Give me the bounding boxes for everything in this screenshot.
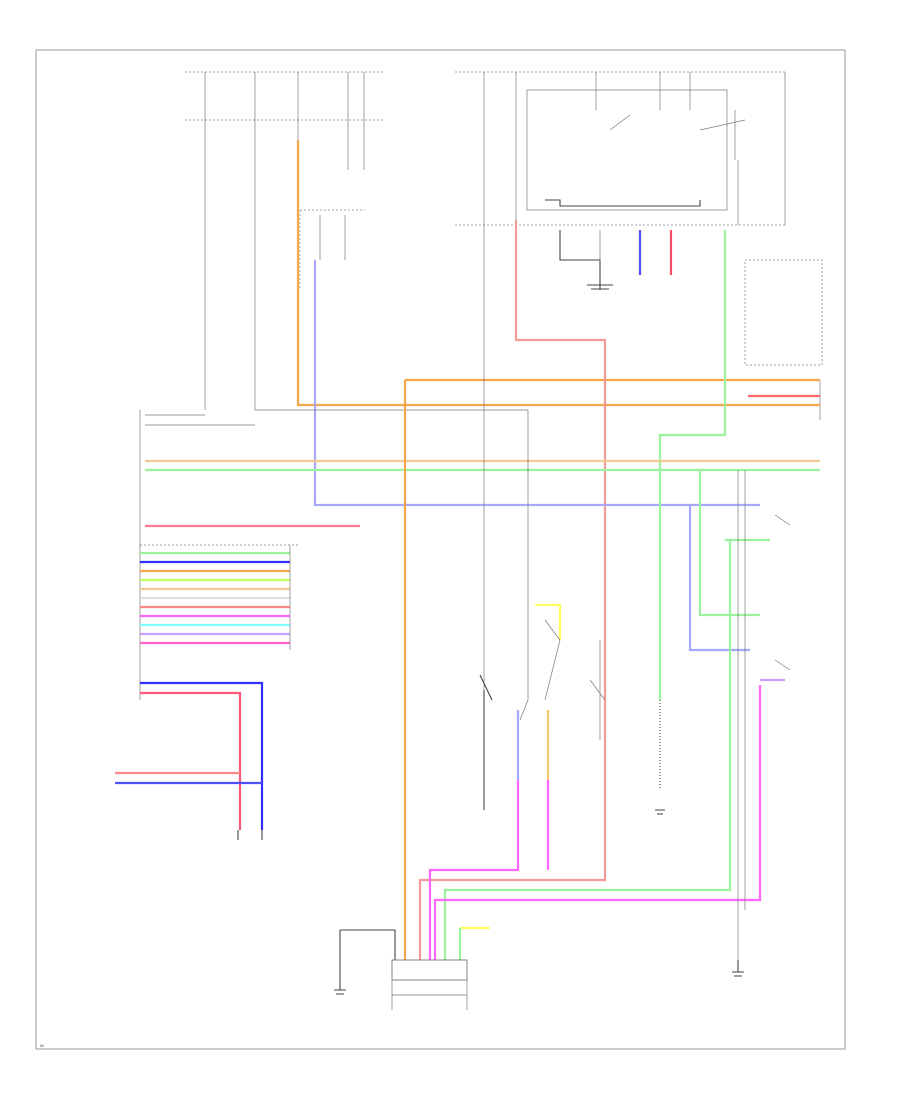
diagram-border	[35, 49, 846, 1050]
wire-pink-a	[428, 780, 520, 960]
lower-left-ground	[237, 830, 263, 840]
wire-red-long	[418, 220, 607, 960]
switch-center-b	[544, 619, 561, 701]
relay-box-right	[455, 71, 786, 290]
wire-green-a	[658, 230, 727, 700]
wire-light-blue	[313, 260, 750, 652]
wire-red-lower	[140, 691, 242, 830]
wire-green-d	[443, 540, 732, 960]
right-module	[744, 259, 823, 420]
wire-orange-main	[296, 140, 820, 407]
switch-left	[479, 674, 493, 701]
diagram-code: W	[40, 1043, 44, 1048]
bottom-ground-symbol	[334, 989, 346, 995]
wire-grey-a	[255, 409, 529, 600]
right-ground-symbol	[732, 971, 744, 977]
wire-pink-c	[433, 685, 762, 960]
switch-center-a	[519, 600, 529, 721]
switch-center-c	[589, 640, 606, 701]
wire-yellow-switch	[535, 603, 562, 640]
switch-right-ground	[655, 809, 665, 815]
trailer-connector	[391, 959, 468, 1010]
wire-green-b	[698, 470, 760, 617]
wire-grey-left	[145, 414, 255, 426]
bottom-black-wire	[340, 929, 396, 960]
left-connector-block	[139, 410, 300, 700]
fuse-group-left	[185, 71, 385, 410]
wire-blue-lower	[140, 681, 264, 830]
relay-ground-connector	[559, 230, 673, 290]
right-relay-contacts	[774, 514, 791, 671]
